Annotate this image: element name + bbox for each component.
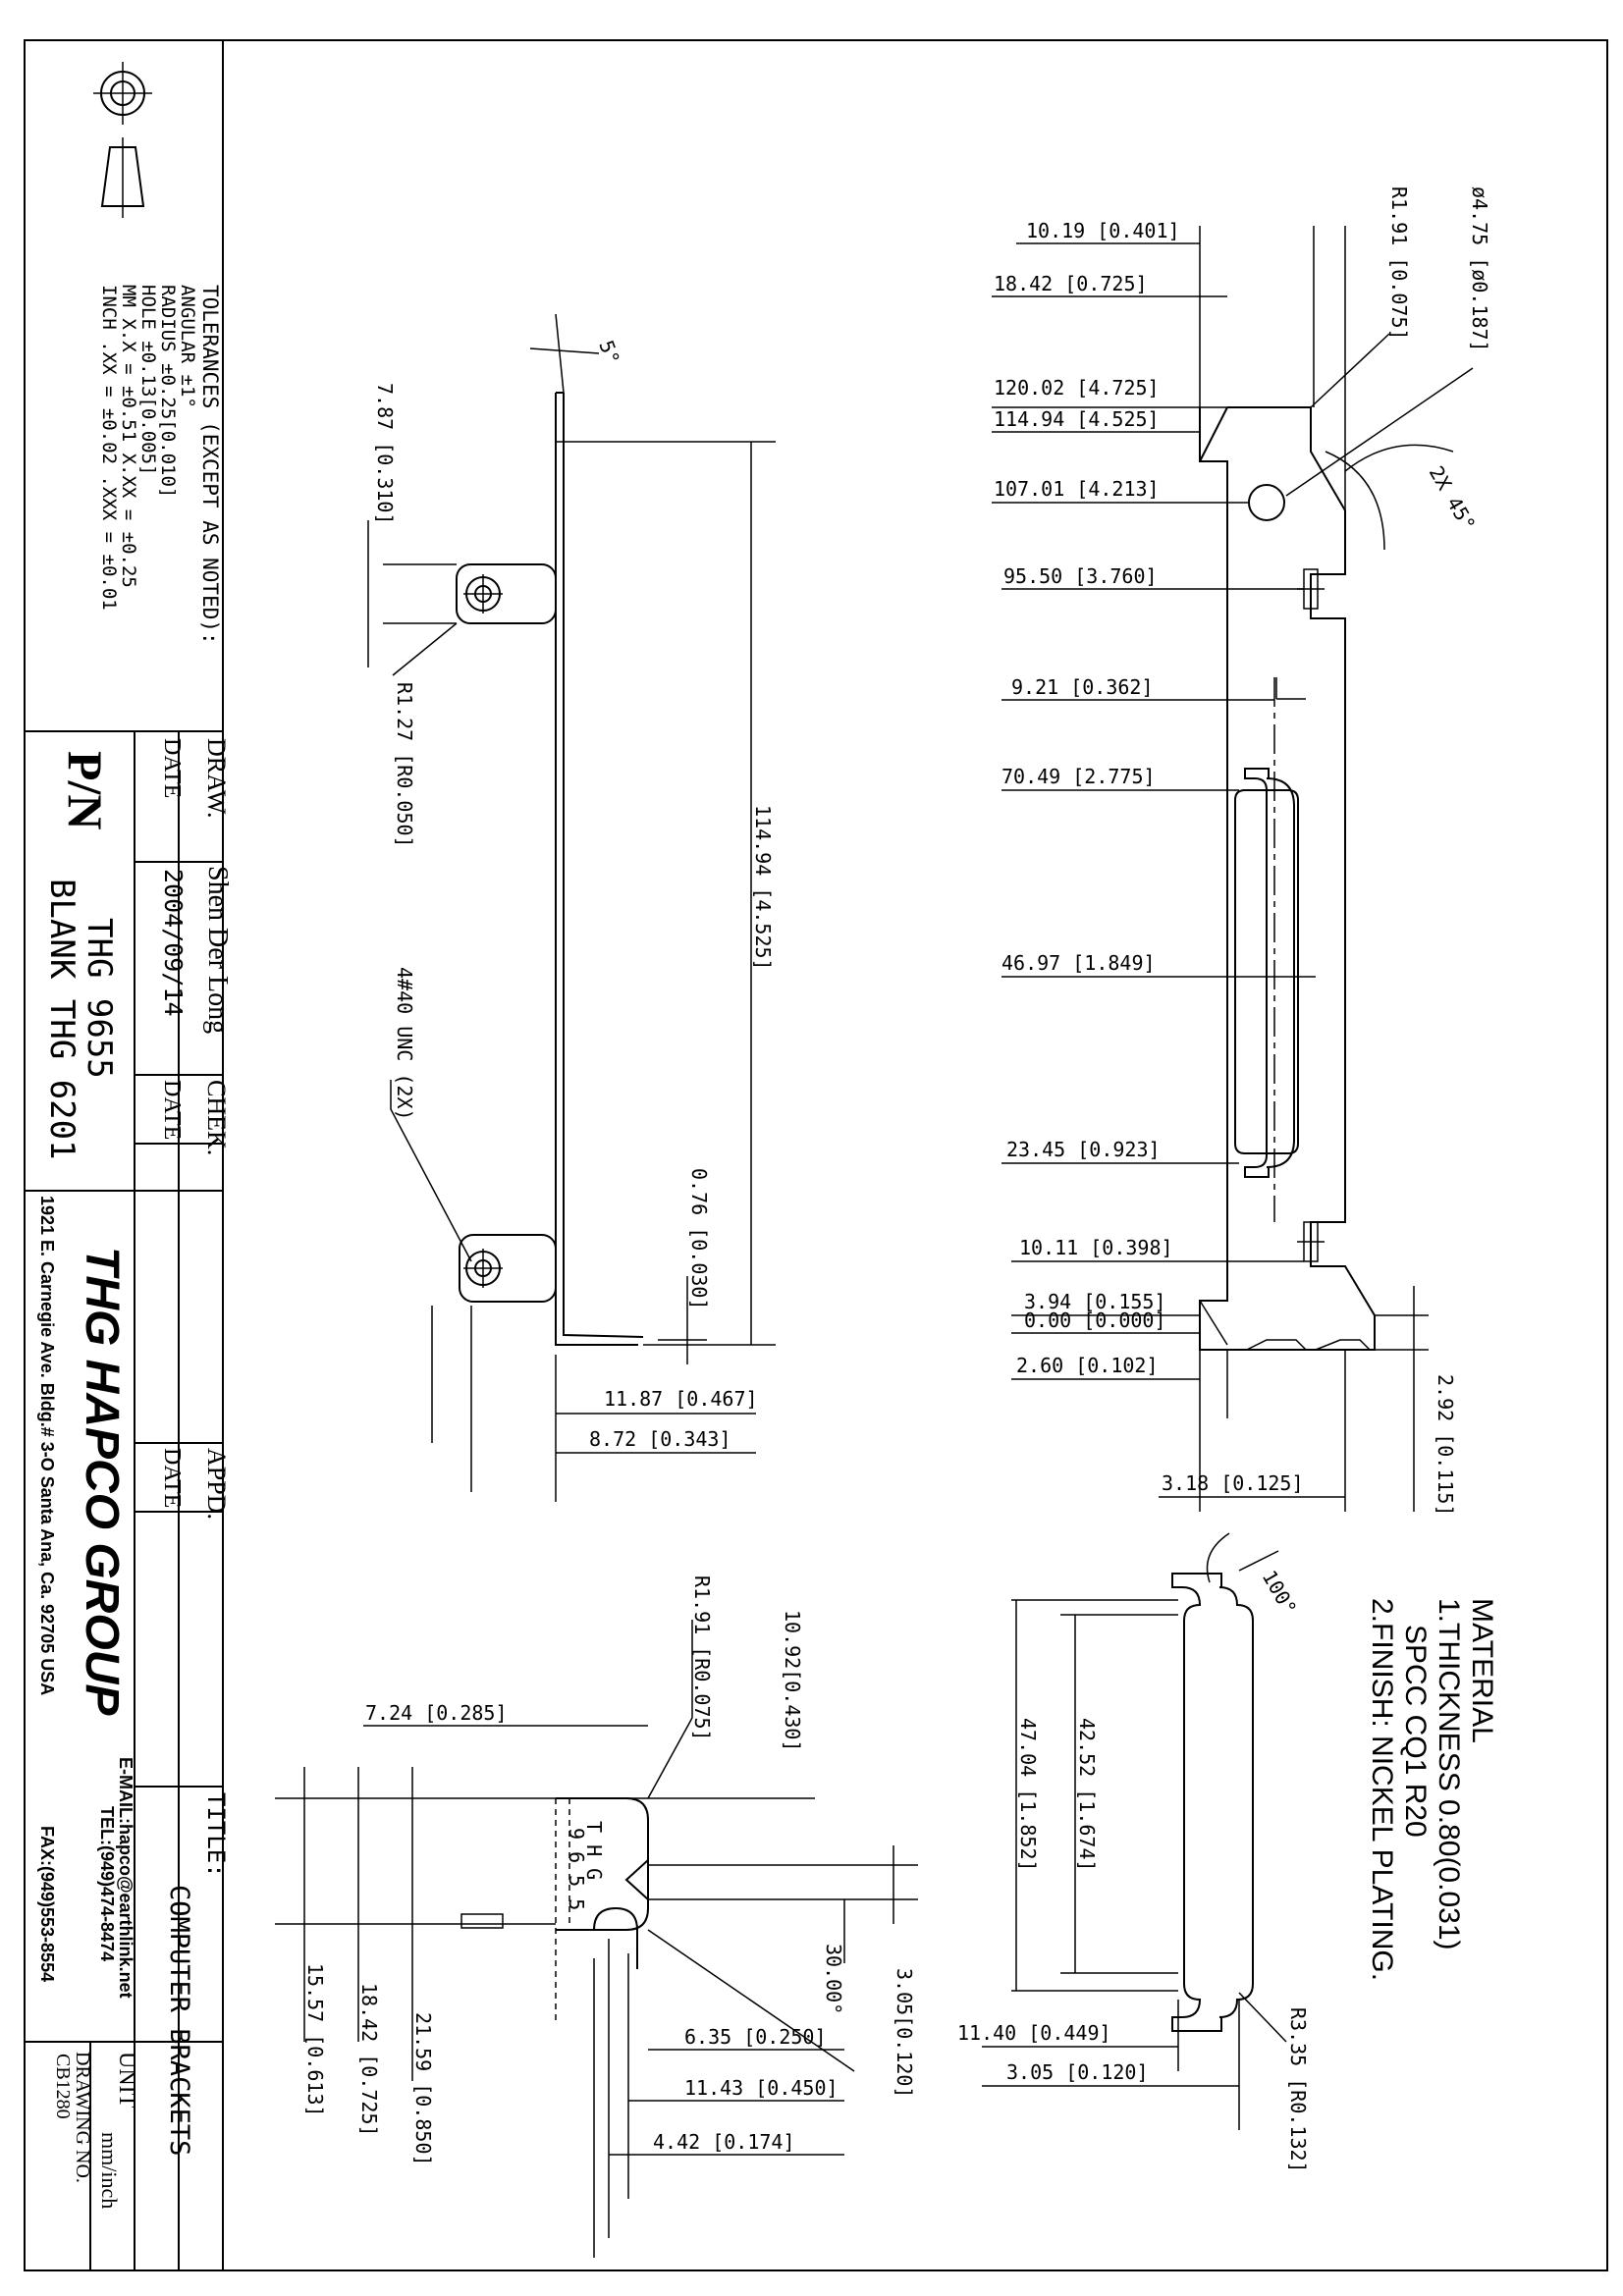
- side-tab-top: [456, 563, 557, 624]
- tolerance-radius: RADIUS ±0.25[0.010]: [157, 285, 179, 498]
- cutout-dim-3: 11.40 [0.449]: [957, 2021, 1111, 2045]
- front-dim-5: 107.01 [4.213]: [994, 477, 1160, 501]
- bottom-angle: 30.00°: [822, 1944, 845, 2014]
- front-dim-3: 120.02 [4.725]: [994, 376, 1160, 400]
- front-dim-6: 95.50 [3.760]: [1003, 564, 1158, 588]
- bottom-dim-3: 3.05[0.120]: [893, 1968, 916, 2098]
- side-angle: 5°: [594, 338, 624, 368]
- front-dim-15: 3.18 [0.125]: [1162, 1471, 1304, 1495]
- unit-label: UNIT: [114, 2052, 139, 2109]
- front-dim-14: 2.60 [0.102]: [1016, 1354, 1159, 1377]
- front-dim-7: 9.21 [0.362]: [1011, 675, 1154, 699]
- front-dim-9: 46.97 [1.849]: [1001, 951, 1156, 975]
- bottom-stamp-2: 9 6 5 5: [565, 1828, 588, 1910]
- projection-symbol-icon: [93, 62, 152, 218]
- front-dim-1: 10.19 [0.401]: [1026, 219, 1180, 242]
- front-hole-dia: ø4.75 [ø0.187]: [1468, 187, 1491, 352]
- draw-label: DRAW.: [202, 738, 231, 818]
- appd-label: APPD.: [202, 1448, 231, 1520]
- front-radius: R1.91 [0.075]: [1387, 187, 1411, 341]
- bottom-dim-2: 10.92[0.430]: [781, 1610, 804, 1752]
- side-dim-5: 8.72 [0.343]: [589, 1427, 731, 1451]
- date-label-3: DATE: [159, 1448, 185, 1508]
- front-chamfer: 2X 45°: [1425, 462, 1481, 536]
- material-notes: MATERIAL 1.THICKNESS 0.80(0.031) SPCC CQ…: [1366, 1598, 1498, 1981]
- bottom-radius: R1.91 [R0.075]: [690, 1575, 714, 1741]
- side-dim-4: 11.87 [0.467]: [604, 1387, 758, 1411]
- bottom-view: T H G 9 6 5 5 7.24 [0.285] R1.91 [R0.075…: [275, 1575, 918, 2258]
- unit-value: mm/inch: [97, 2132, 122, 2209]
- tolerance-mm: MM X.X = ±0.51 X.XX = ±0.25: [118, 285, 139, 588]
- title-block: TOLERANCES (EXCEPT AS NOTED): ANGULAR ±1…: [25, 62, 233, 2270]
- bottom-dim-8: 11.43 [0.450]: [684, 2076, 839, 2100]
- bottom-dim-4: 15.57 [0.613]: [303, 1963, 327, 2117]
- side-dim-2: 114.94 [4.525]: [751, 805, 775, 971]
- front-view: 10.19 [0.401] 18.42 [0.725] 120.02 [4.72…: [992, 187, 1491, 1517]
- tolerance-inch: INCH .XX = ±0.02 .XXX = ±0.01: [98, 285, 120, 611]
- front-dim-13: 0.00 [0.000]: [1024, 1308, 1166, 1332]
- company-name: THG HAPCO GROUP: [76, 1247, 128, 1716]
- bottom-stamp-1: T H G: [582, 1821, 606, 1880]
- front-dim-10: 23.45 [0.923]: [1006, 1138, 1161, 1161]
- cutout-dim-1: 42.52 [1.674]: [1075, 1718, 1099, 1872]
- title-value: COMPUTER BRACKETS: [164, 1885, 194, 2156]
- drawn-by-value: Shen Der Long: [202, 866, 233, 1034]
- material-thickness: 1.THICKNESS 0.80(0.031): [1433, 1598, 1465, 1950]
- part-number: THG 9655: [80, 918, 119, 1079]
- side-dim-3: 0.76 [0.030]: [687, 1168, 711, 1310]
- bottom-dim-9: 4.42 [0.174]: [653, 2130, 795, 2154]
- cutout-angle: 100°: [1258, 1567, 1302, 1620]
- side-view: 5° 7.87 [0.310] R1.27 [R0.050] 114.94 [4…: [367, 313, 776, 1502]
- side-screw-note: 4#40 UNC (2X): [393, 967, 416, 1121]
- front-dim-4: 114.94 [4.525]: [994, 407, 1160, 431]
- connector-cutout: [1244, 768, 1295, 1178]
- mounting-hole: [1248, 484, 1285, 521]
- company-tel: TEL:(949)474-8474: [97, 1806, 117, 1961]
- company-email: E-MAIL:hapco@earthlink.net: [116, 1757, 135, 1999]
- front-dim-8: 70.49 [2.775]: [1001, 765, 1156, 788]
- bottom-dim-5: 18.42 [0.725]: [357, 1983, 381, 2137]
- tolerances-heading: TOLERANCES (EXCEPT AS NOTED):: [198, 285, 222, 645]
- screw-bottom-icon: [463, 1249, 503, 1288]
- outer-border: [24, 39, 1608, 2271]
- cutout-dim-4: 3.05 [0.120]: [1006, 2060, 1149, 2084]
- date-label-1: DATE: [159, 738, 185, 798]
- title-label: TITLE:: [202, 1792, 230, 1878]
- front-dim-12: 3.94 [0.155]: [1024, 1290, 1166, 1313]
- side-radius: R1.27 [R0.050]: [393, 682, 416, 848]
- side-dim-1: 7.87 [0.310]: [373, 383, 397, 525]
- company-fax: FAX:(949)553-8554: [37, 1826, 57, 1982]
- material-finish: 2.FINISH: NICKEL PLATING.: [1366, 1598, 1398, 1981]
- screw-top-icon: [463, 574, 503, 614]
- front-dim-11: 10.11 [0.398]: [1019, 1236, 1173, 1259]
- tolerance-angular: ANGULAR ±1°: [177, 285, 198, 408]
- date-value: 2004/09/14: [159, 869, 188, 1017]
- side-tab-bottom: [459, 1234, 557, 1303]
- front-dim-16: 2.92 [0.115]: [1434, 1374, 1457, 1517]
- bottom-dim-1: 7.24 [0.285]: [365, 1701, 508, 1725]
- cutout-detail-view: 100° 42.52 [1.674] 47.04 [1.852] R3.35 […: [957, 1532, 1310, 2173]
- cutout-radius: R3.35 [R0.132]: [1286, 2007, 1310, 2173]
- pn-label: P/N: [58, 751, 113, 830]
- drawing-no-value: CB1280: [52, 2054, 74, 2119]
- cutout-dim-2: 47.04 [1.852]: [1016, 1718, 1040, 1872]
- chek-label: CHEK.: [202, 1080, 231, 1155]
- bottom-dim-6: 21.59 [0.850]: [411, 2012, 435, 2166]
- drawing-no-label: DRAWING NO.: [72, 2052, 93, 2183]
- tolerance-hole: HOLE ±0.13[0.005]: [137, 285, 159, 475]
- front-dim-2: 18.42 [0.725]: [994, 272, 1148, 295]
- blank-number: BLANK THG 6201: [42, 879, 81, 1160]
- material-spec: SPCC CQ1 R20: [1399, 1625, 1432, 1838]
- company-address: 1921 E. Carnegie Ave. Bldg.# 3-O Santa A…: [37, 1196, 57, 1695]
- bottom-dim-7: 6.35 [0.250]: [684, 2025, 827, 2049]
- material-heading: MATERIAL: [1466, 1598, 1498, 1743]
- date-label-2: DATE: [159, 1080, 185, 1140]
